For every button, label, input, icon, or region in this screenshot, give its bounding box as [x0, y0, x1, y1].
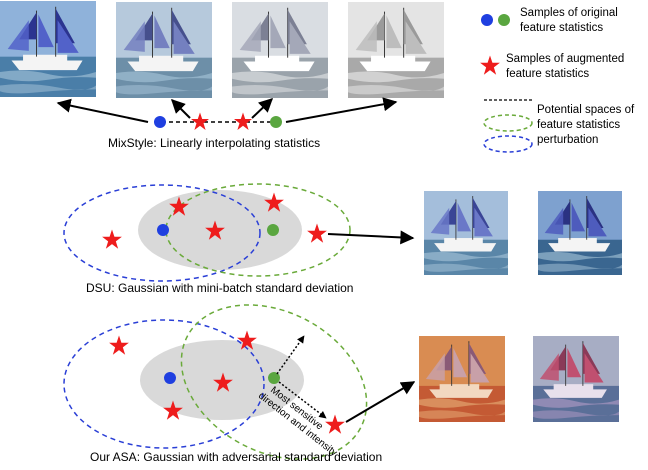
legend-spaces-label: Potential spaces of feature statistics p…: [537, 104, 637, 146]
legend-augmented-label: Samples of augmented feature statistics: [506, 53, 627, 80]
original-green-dot: [268, 372, 280, 384]
legend-green-dot-icon: [498, 14, 510, 26]
arrow-to-image-4: [285, 97, 398, 123]
arrow-to-image-3: [251, 98, 274, 119]
mixstyle-caption: MixStyle: Linearly interpolating statist…: [108, 136, 320, 150]
legend-star-icon: [480, 55, 500, 75]
original-green-dot: [270, 116, 282, 128]
arrow-to-image-1: [56, 98, 149, 123]
green-dashed-ellipse: [180, 304, 368, 460]
augmented-star: [102, 229, 122, 249]
dsu-panel: [63, 183, 622, 282]
arrow-to-dsu-images: [327, 230, 415, 245]
ship-image-1: [0, 1, 96, 97]
ship-image-3: [232, 2, 328, 98]
legend-blue-dot-icon: [481, 14, 493, 26]
augmented-star: [234, 112, 252, 130]
mixstyle-images: [0, 1, 444, 98]
blue-dashed-ellipse: [63, 319, 265, 449]
asa-caption: Our ASA: Gaussian with adversarial stand…: [90, 450, 382, 464]
ship-image-asa-1: [419, 336, 505, 422]
ship-image-dsu-1: [424, 191, 508, 275]
original-green-dot: [267, 224, 279, 236]
ship-image-2: [116, 2, 212, 98]
arrow-to-image-2: [171, 99, 191, 119]
original-blue-dot: [157, 224, 169, 236]
ship-image-asa-2: [533, 336, 619, 422]
original-blue-dot: [154, 116, 166, 128]
ship-image-dsu-2: [538, 191, 622, 275]
arrow-to-asa-images: [345, 381, 416, 423]
legend-blue-ellipse-icon: [483, 135, 533, 153]
green-dashed-ellipse: [165, 183, 351, 277]
augmented-star: [307, 223, 327, 243]
legend-green-ellipse-icon: [483, 114, 533, 132]
sensitive-direction-arrow-down: [278, 381, 327, 419]
original-blue-dot: [164, 372, 176, 384]
asa-panel: Most sensitive direction and intensity: [63, 304, 619, 460]
augmented-star: [191, 112, 209, 130]
dsu-caption: DSU: Gaussian with mini-batch standard d…: [86, 281, 353, 295]
mixstyle-arrows: [56, 97, 398, 123]
augmented-star: [109, 335, 129, 355]
legend: Samples of original feature statistics S…: [480, 7, 637, 153]
sensitive-direction-annotation: Most sensitive direction and intensity: [256, 381, 346, 459]
ship-image-4: [348, 2, 444, 98]
blue-dashed-ellipse: [63, 184, 261, 282]
augmented-star: [325, 414, 345, 434]
legend-original-label: Samples of original feature statistics: [520, 7, 621, 34]
